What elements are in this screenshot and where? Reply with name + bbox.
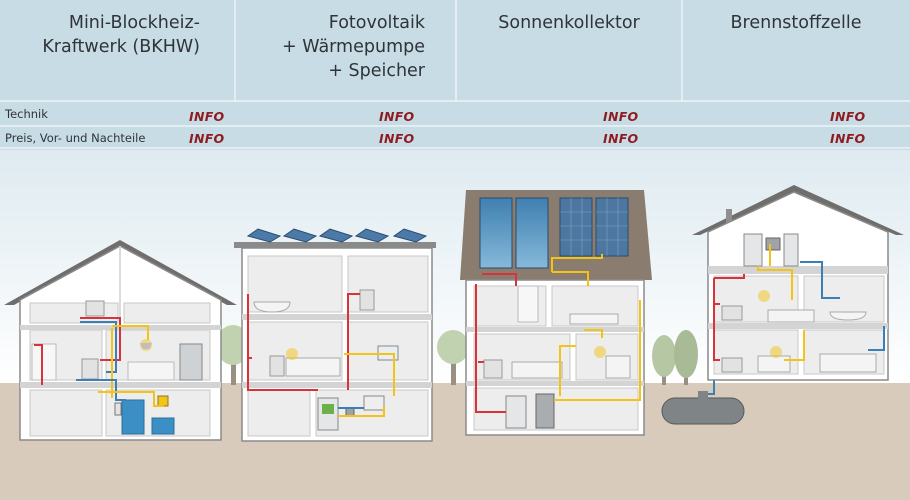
info-link-bkhw-technik[interactable]: INFO <box>189 109 225 124</box>
house-bkhw <box>4 240 237 441</box>
row-label-preis: Preis, Vor- und Nachteile <box>5 131 146 145</box>
tree-middle <box>437 330 469 385</box>
info-link-solar-preis[interactable]: INFO <box>603 131 639 146</box>
solar-panels-pv <box>246 228 428 243</box>
info-link-pv-preis[interactable]: INFO <box>379 131 415 146</box>
header-band <box>0 0 910 150</box>
column-title-fuelcell: Brennstoffzelle <box>730 13 862 33</box>
tree-right <box>652 330 698 385</box>
house-pv <box>234 228 436 442</box>
house-fuelcell <box>692 185 904 381</box>
house-solar <box>460 190 652 436</box>
column-title-solar: Sonnenkollektor <box>498 13 640 33</box>
table-grid-lines <box>0 0 910 149</box>
column-title-bkhw: Mini-Blockheiz- Kraftwerk (BKHW) <box>42 13 200 57</box>
info-link-fuelcell-preis[interactable]: INFO <box>830 131 866 146</box>
column-title-pv: Fotovoltaik + Wärmepumpe + Speicher <box>282 13 425 81</box>
info-link-solar-technik[interactable]: INFO <box>603 109 639 124</box>
info-link-fuelcell-technik[interactable]: INFO <box>830 109 866 124</box>
row-label-technik: Technik <box>5 107 48 121</box>
info-link-bkhw-preis[interactable]: INFO <box>189 131 225 146</box>
pv-grid-panels <box>559 197 629 257</box>
info-link-pv-technik[interactable]: INFO <box>379 109 415 124</box>
